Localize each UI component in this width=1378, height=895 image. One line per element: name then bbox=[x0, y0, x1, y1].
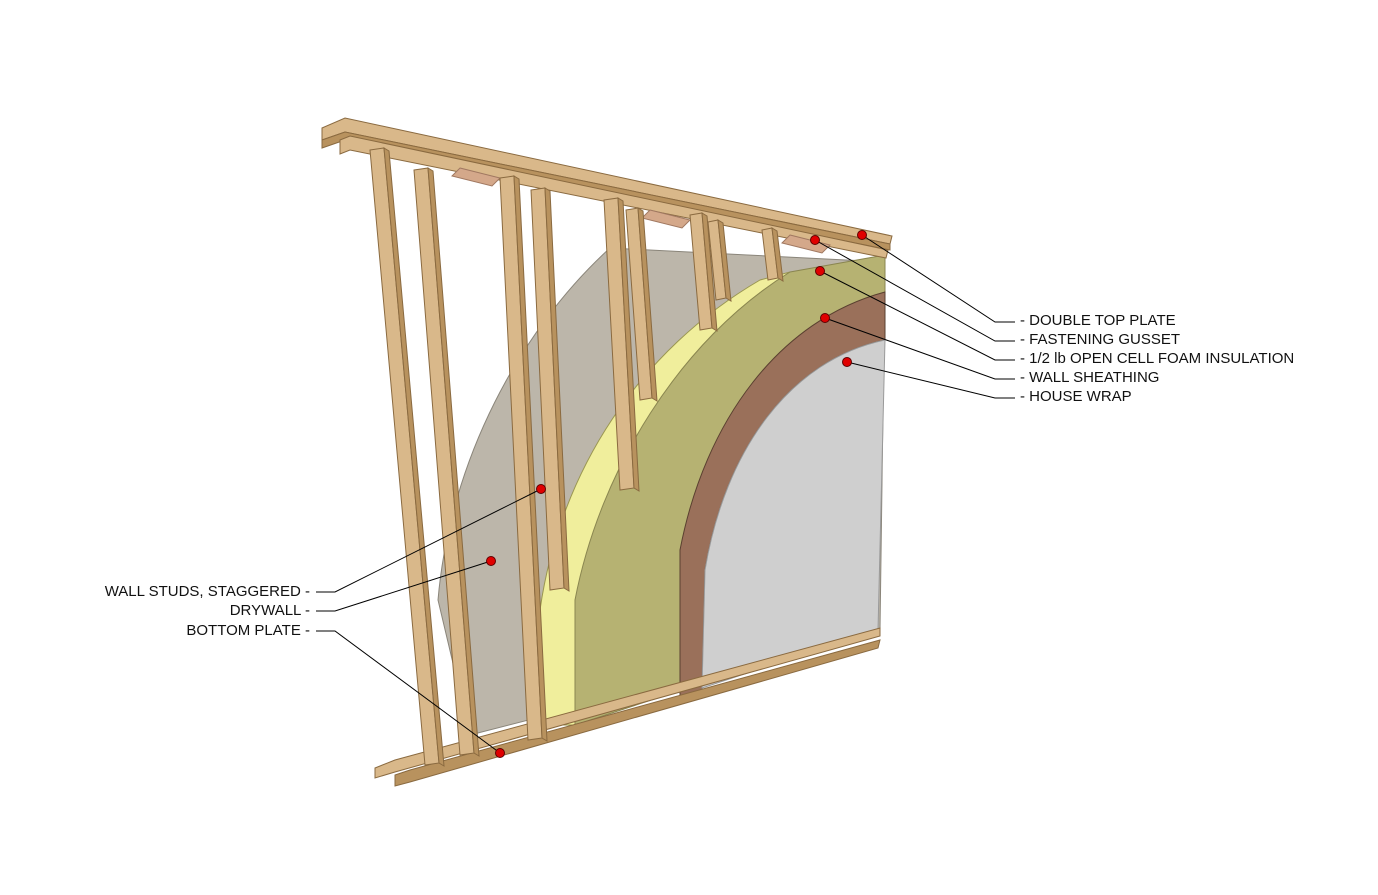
leader-drywall bbox=[316, 560, 492, 612]
wall-stud-side-6 bbox=[637, 207, 658, 402]
dot-drywall bbox=[486, 556, 496, 566]
wall-stud-side-8 bbox=[717, 219, 732, 302]
leader-double-top-plate bbox=[861, 234, 1015, 323]
leader-wall-studs bbox=[316, 488, 542, 593]
gusset-2 bbox=[641, 209, 691, 229]
leader-fastening-gusset bbox=[814, 239, 1015, 342]
wall-stud-side-3 bbox=[513, 175, 548, 742]
wall-stud-side-4 bbox=[544, 187, 570, 592]
wall-stud-side-9 bbox=[771, 227, 784, 282]
label-wall-studs: WALL STUDS, STAGGERED - bbox=[104, 583, 310, 600]
dot-fastening-gusset bbox=[810, 235, 820, 245]
wall-stud-side-7 bbox=[701, 212, 718, 332]
dot-wall-sheathing bbox=[820, 313, 830, 323]
bottom-plate-upper bbox=[374, 627, 881, 779]
bottom-plate-lower bbox=[394, 639, 881, 787]
dot-house-wrap bbox=[842, 357, 852, 367]
house-wrap-layer bbox=[701, 339, 886, 689]
label-wall-sheathing: - WALL SHEATHING bbox=[1020, 369, 1160, 386]
label-fastening-gusset: - FASTENING GUSSET bbox=[1020, 331, 1181, 348]
framing bbox=[321, 117, 893, 787]
label-drywall: DRYWALL - bbox=[229, 602, 310, 619]
gusset-1 bbox=[451, 167, 501, 187]
leader-house-wrap bbox=[846, 361, 1015, 399]
dot-double-top-plate bbox=[857, 230, 867, 240]
leader-wall-sheathing bbox=[824, 317, 1015, 380]
label-foam-insulation: - 1/2 lb OPEN CELL FOAM INSULATION bbox=[1020, 350, 1295, 367]
leader-foam-insulation bbox=[819, 270, 1015, 361]
dot-bottom-plate bbox=[495, 748, 505, 758]
dot-wall-studs bbox=[536, 484, 546, 494]
wall-stud-side-5 bbox=[617, 197, 640, 492]
wall-stud-side-1 bbox=[383, 147, 445, 767]
label-bottom-plate: BOTTOM PLATE - bbox=[186, 622, 310, 639]
wall-stud-side-2 bbox=[427, 167, 480, 757]
leader-lines bbox=[316, 234, 1015, 754]
callout-dots bbox=[486, 230, 867, 758]
dot-foam-insulation bbox=[815, 266, 825, 276]
leader-bottom-plate bbox=[316, 630, 501, 754]
label-double-top-plate: - DOUBLE TOP PLATE bbox=[1020, 312, 1176, 329]
top-plate-lower bbox=[339, 135, 889, 259]
label-house-wrap: - HOUSE WRAP bbox=[1020, 388, 1132, 405]
